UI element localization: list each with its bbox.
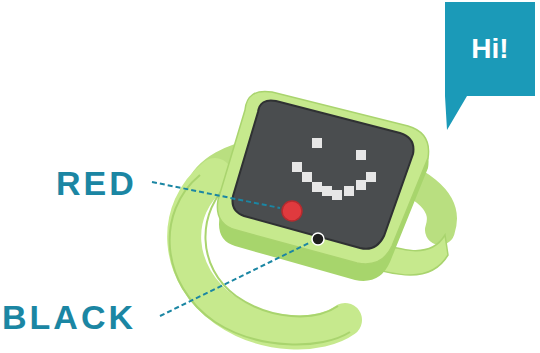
bubble-fill bbox=[445, 2, 535, 130]
part-label: BLACK bbox=[2, 300, 136, 334]
watch-case bbox=[217, 91, 428, 264]
watch-screen bbox=[232, 100, 413, 248]
part-label: RED bbox=[56, 166, 137, 200]
red-button bbox=[282, 201, 302, 221]
bubble-text: Hi! bbox=[471, 33, 508, 65]
leader-line bbox=[160, 242, 311, 316]
leader-line bbox=[152, 182, 280, 208]
pixel-smiley bbox=[292, 138, 376, 200]
speech-bubble: Hi! bbox=[445, 2, 535, 96]
black-button bbox=[312, 233, 324, 245]
